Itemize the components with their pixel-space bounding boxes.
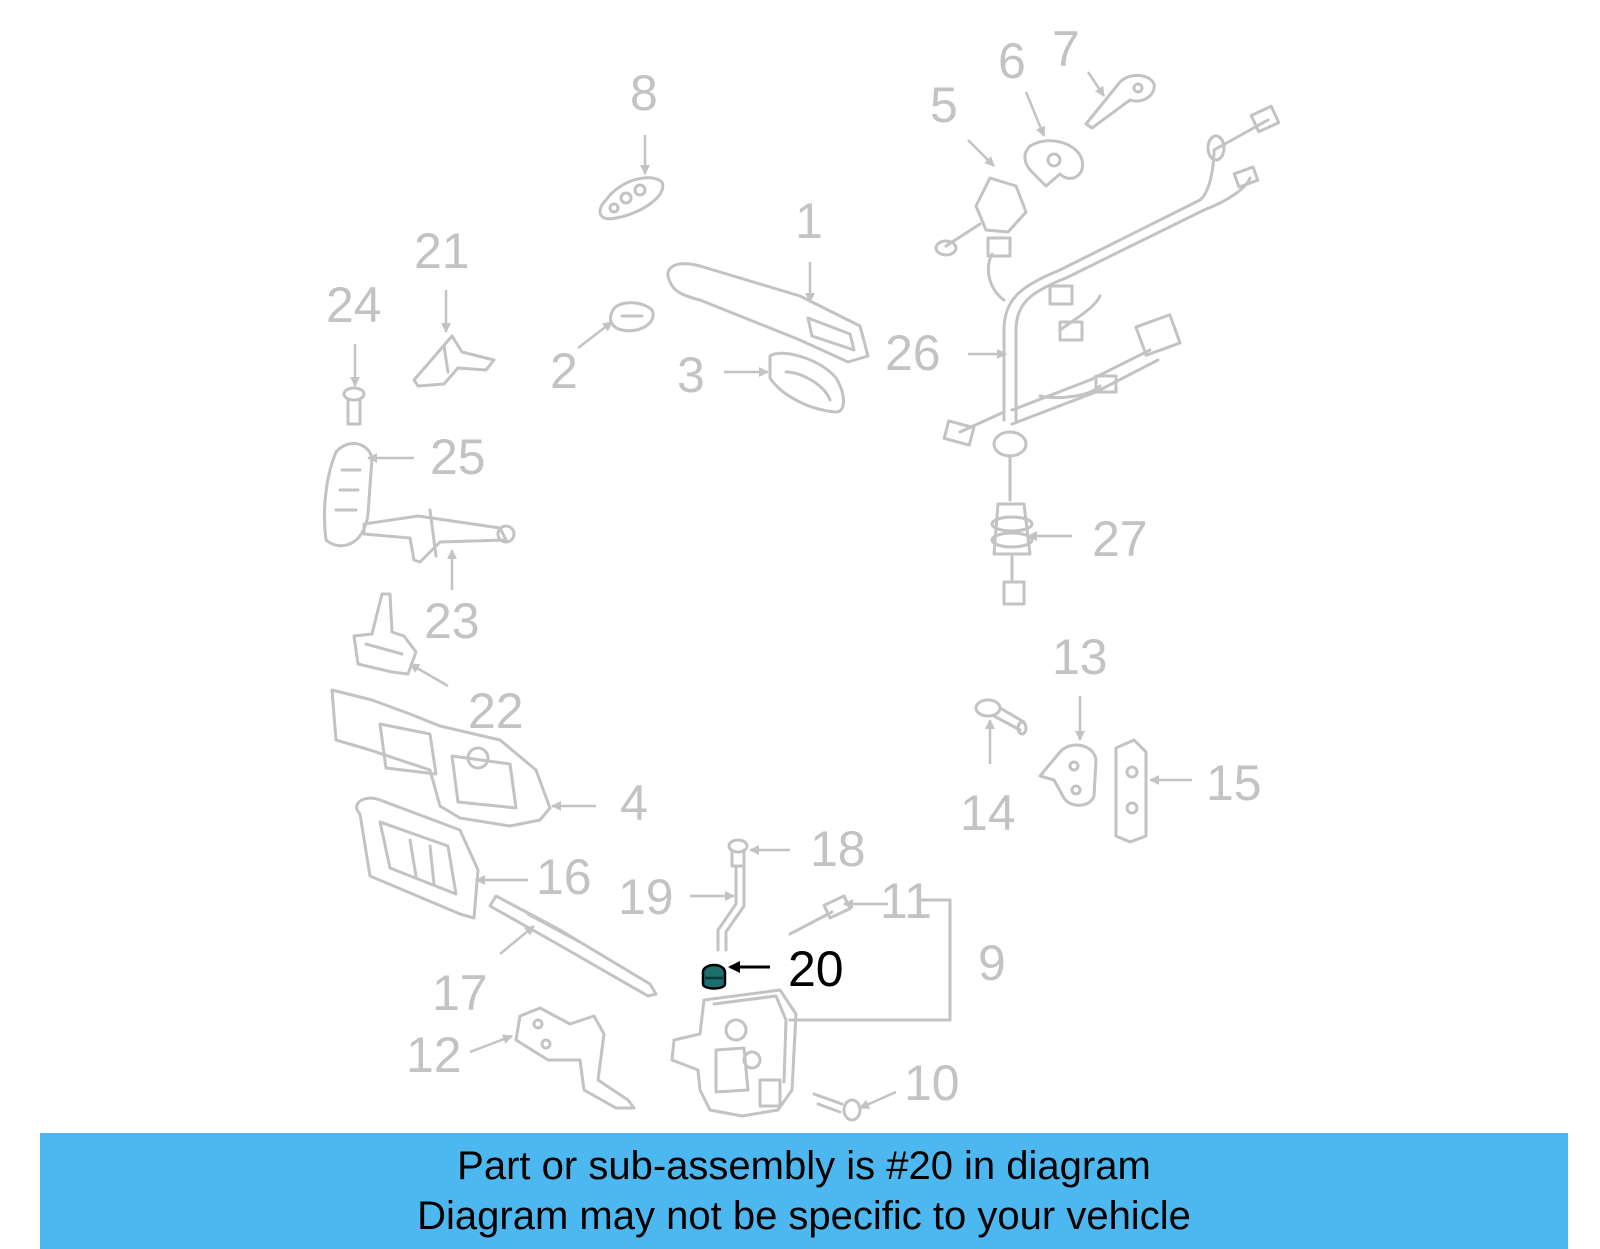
part-27-shape [990, 430, 1034, 606]
part-15-shape [1114, 738, 1148, 844]
part-9-shape [670, 988, 798, 1118]
banner-line-1: Part or sub-assembly is #20 in diagram [457, 1144, 1151, 1188]
callout-23: 23 [424, 593, 480, 649]
callout-16: 16 [536, 849, 592, 905]
leader-6 [1024, 91, 1046, 137]
part-1-shape [666, 262, 870, 364]
leader-17 [499, 925, 535, 955]
part-8-shape [598, 176, 665, 221]
info-banner: Part or sub-assembly is #20 in diagram D… [40, 1133, 1568, 1249]
part-19-shape [716, 866, 746, 952]
callout-3: 3 [677, 347, 705, 403]
part-2-shape [608, 301, 655, 333]
callout-21: 21 [414, 223, 470, 279]
callout-25: 25 [430, 429, 486, 485]
part-26-shape [942, 104, 1281, 447]
part-21-shape [412, 334, 496, 388]
part-9-bracket [788, 898, 952, 1022]
part-6-shape [1023, 139, 1085, 188]
part-17-shape [488, 894, 658, 998]
callout-4: 4 [620, 775, 648, 831]
callout-8: 8 [630, 65, 658, 121]
part-14-shape [974, 698, 1028, 736]
part-22-shape [352, 592, 418, 676]
callout-12: 12 [406, 1027, 462, 1083]
leader-5 [967, 139, 995, 167]
part-7-shape [1084, 74, 1156, 130]
part-3-shape [768, 351, 845, 414]
callout-13: 13 [1052, 629, 1108, 685]
callout-26: 26 [885, 325, 941, 381]
part-20-shape [701, 963, 727, 990]
callout-10: 10 [904, 1055, 960, 1111]
callout-15: 15 [1206, 755, 1262, 811]
part-23-shape [362, 508, 516, 564]
callout-9: 9 [978, 935, 1006, 991]
leader-22 [409, 662, 449, 688]
part-5-shape [934, 176, 1028, 257]
callout-1: 1 [795, 193, 823, 249]
part-13-shape [1038, 743, 1098, 807]
callout-20: 20 [788, 941, 844, 997]
callout-27: 27 [1092, 511, 1148, 567]
callout-6: 6 [998, 33, 1026, 89]
part-10-shape [812, 1092, 862, 1122]
leader-7 [1086, 71, 1106, 97]
part-12-shape [514, 1006, 636, 1110]
callout-22: 22 [468, 683, 524, 739]
callout-17: 17 [432, 965, 488, 1021]
callout-18: 18 [810, 821, 866, 877]
part-24-shape [342, 386, 366, 426]
callout-19: 19 [618, 869, 674, 925]
callout-11: 11 [880, 873, 932, 929]
callout-7: 7 [1052, 21, 1080, 77]
callout-24: 24 [326, 277, 382, 333]
banner-line-2: Diagram may not be specific to your vehi… [417, 1194, 1191, 1238]
part-25-shape [323, 442, 374, 548]
part-11-shape [788, 894, 852, 936]
leader-2 [577, 321, 613, 349]
leader-10 [859, 1090, 897, 1110]
callout-5: 5 [930, 77, 958, 133]
part-16-shape [355, 796, 480, 920]
part-4-shape [330, 688, 552, 828]
callout-2: 2 [550, 343, 578, 399]
leader-12 [469, 1034, 513, 1054]
part-18-shape [727, 838, 749, 868]
callout-14: 14 [960, 785, 1016, 841]
